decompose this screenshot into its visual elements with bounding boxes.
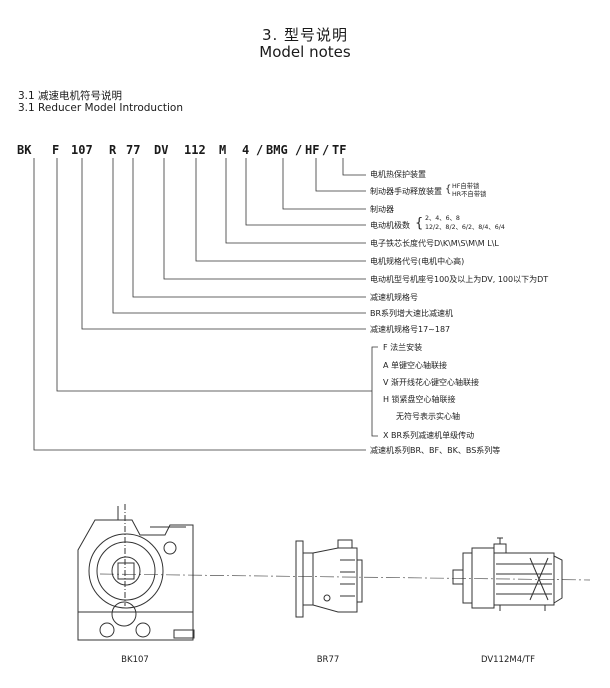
label-series: 减速机系列BR、BF、BK、BS系列等 xyxy=(370,446,501,455)
code-frame: 112 xyxy=(184,143,206,157)
dv112-drawing xyxy=(452,537,563,611)
caption-dv112: DV112M4/TF xyxy=(480,655,536,665)
section-title-en: 3.1 Reducer Model Introduction xyxy=(18,102,183,114)
label-poles: 电动机极数 xyxy=(370,221,410,230)
label-dv: 电动机型号机座号100及以上为DV, 100以下为DT xyxy=(370,275,549,284)
label-hf-opt1: HF自带锁 xyxy=(452,183,480,190)
section-title-cn: 3.1 减速电机符号说明 xyxy=(18,90,123,102)
page-title-en: Model notes xyxy=(259,43,351,61)
code-dv: DV xyxy=(154,143,169,157)
label-poles-opt2: 12/2、8/2、6/2、8/4、6/4 xyxy=(425,224,505,231)
label-hf: 制动器手动释放装置 xyxy=(370,187,442,196)
code-r: R xyxy=(109,143,117,157)
code-sep-3: / xyxy=(322,143,330,157)
code-poles: 4 xyxy=(242,143,250,157)
label-tf: 电机热保护装置 xyxy=(370,170,426,179)
code-bmg: BMG xyxy=(266,143,288,157)
bk107-drawing xyxy=(77,504,195,641)
label-size: 减速机规格号17~187 xyxy=(370,325,451,334)
label-poles-opt1: 2、4、6、8 xyxy=(425,215,460,222)
label-mount-x: X BR系列减速机单级传动 xyxy=(383,431,475,440)
label-hf-opt2: HR不自带锁 xyxy=(452,191,487,198)
caption-bk107: BK107 xyxy=(121,655,149,665)
label-mount-h: H 锁紧盘空心轴联接 xyxy=(383,395,456,404)
leader-lines xyxy=(33,158,378,451)
brace-hf: { xyxy=(445,184,452,195)
code-m: M xyxy=(219,143,227,157)
br77-drawing xyxy=(295,539,363,618)
page-title-cn: 3. 型号说明 xyxy=(261,26,349,44)
brace-poles: { xyxy=(415,216,424,231)
code-tf: TF xyxy=(332,143,347,157)
label-frame: 电机规格代号(电机中心高) xyxy=(370,257,465,266)
code-size: 107 xyxy=(71,143,93,157)
center-line xyxy=(99,573,591,581)
label-m: 电子铁芯长度代号D\K\M\S\M\M L\L xyxy=(370,239,499,248)
label-r-size: 减速机规格号 xyxy=(370,293,418,302)
code-bk: BK xyxy=(17,143,32,157)
code-sep-2: / xyxy=(295,143,303,157)
code-r-size: 77 xyxy=(126,143,141,157)
label-mount-none: 无符号表示实心轴 xyxy=(396,412,460,421)
label-mount-v: V 渐开线花心键空心轴联接 xyxy=(383,378,480,387)
label-mount-a: A 单键空心轴联接 xyxy=(383,361,448,370)
caption-br77: BR77 xyxy=(316,655,340,665)
label-bmg: 制动器 xyxy=(370,205,394,214)
code-hf: HF xyxy=(305,143,320,157)
code-f: F xyxy=(52,143,60,157)
code-sep-1: / xyxy=(256,143,264,157)
label-r: BR系列增大速比减速机 xyxy=(370,309,454,318)
label-mount-f: F 法兰安装 xyxy=(383,343,423,352)
